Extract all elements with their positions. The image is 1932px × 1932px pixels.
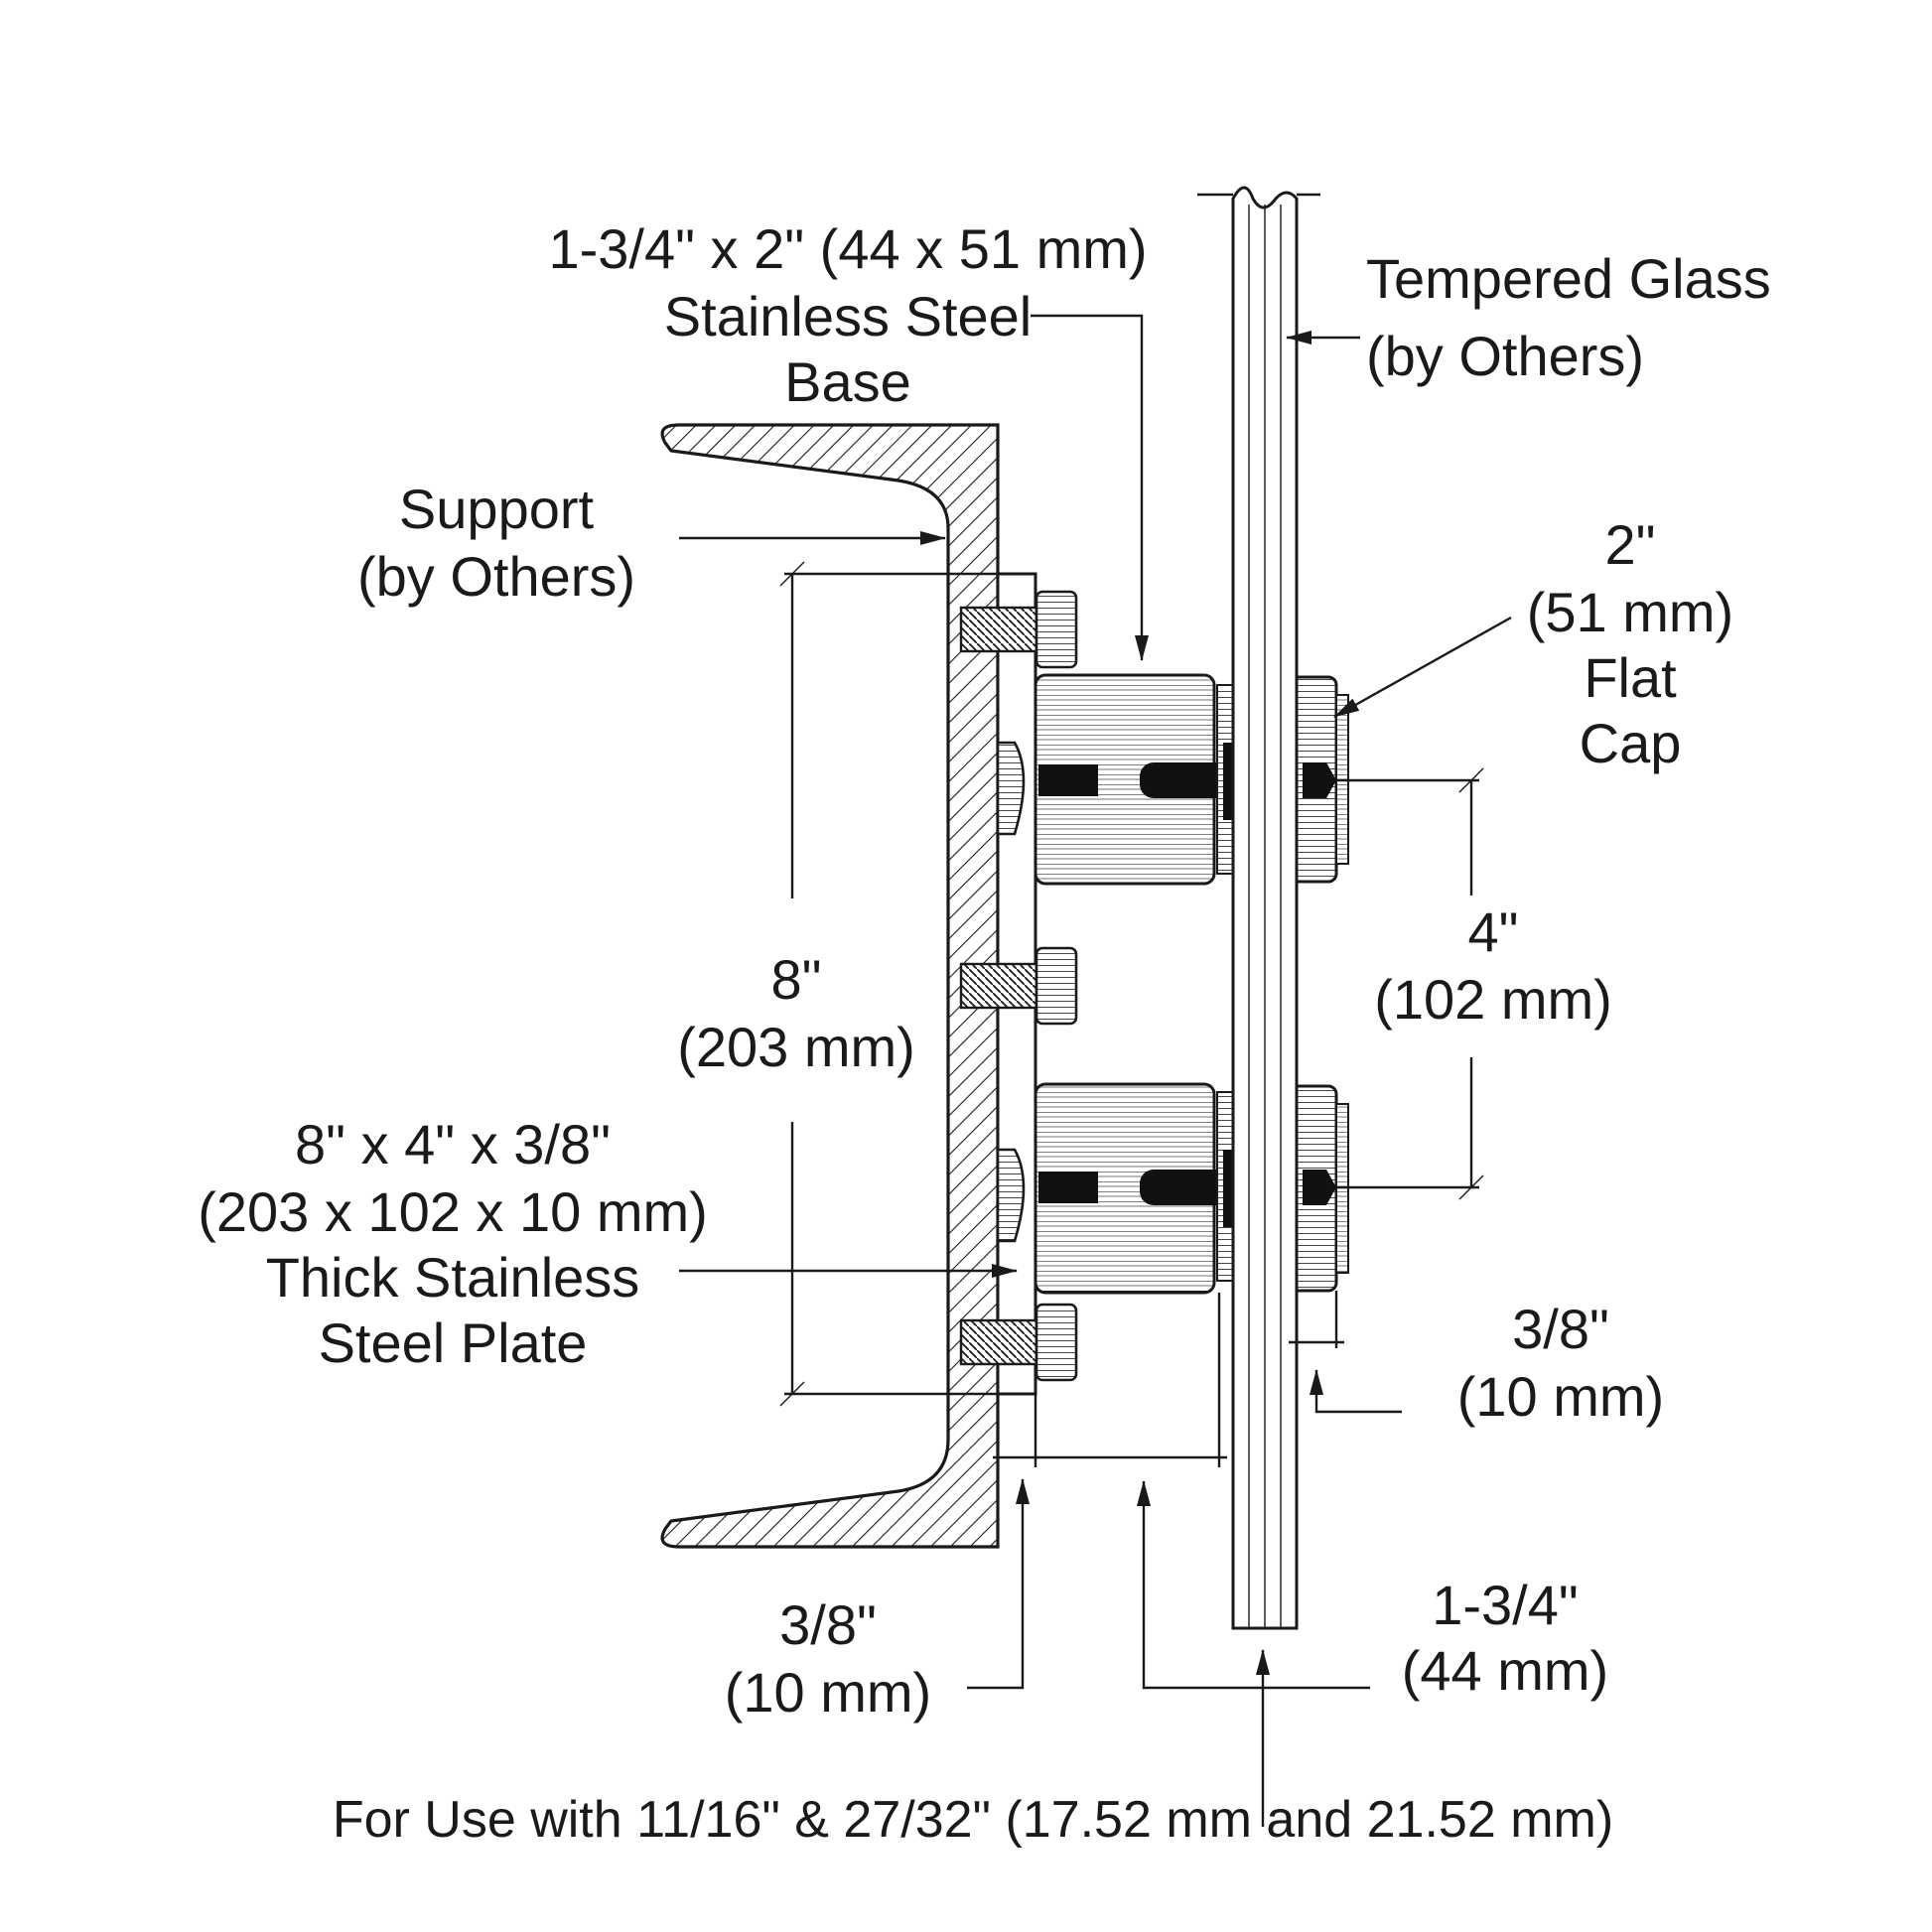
plate-label-material: Thick Stainless [266, 1246, 640, 1309]
base-label: 1-3/4" x 2" (44 x 51 mm) Stainless Steel… [548, 217, 1147, 413]
spacing-label-mm: (102 mm) [1374, 968, 1612, 1031]
cap-thickness-mm: (10 mm) [1457, 1365, 1664, 1428]
cap-leader [1333, 616, 1512, 719]
plate-label: 8" x 4" x 3/8" (203 x 102 x 10 mm) Thick… [198, 1113, 708, 1374]
glass-label: Tempered Glass (by Others) [1366, 247, 1771, 387]
base-label-material: Stainless Steel [664, 285, 1032, 347]
cap-thickness-label: 3/8" (10 mm) [1457, 1298, 1664, 1428]
spacing-dimension [1336, 767, 1484, 1200]
plate-bolt-middle [959, 946, 1078, 1026]
plate-thickness-label: 3/8" (10 mm) [725, 1593, 931, 1724]
base-label-name: Base [784, 350, 911, 413]
plate-thickness-inch: 3/8" [779, 1593, 877, 1656]
spacing-label: 4" (102 mm) [1374, 900, 1612, 1031]
support-label-note: (by Others) [357, 545, 635, 608]
plate-bolt-top [959, 590, 1078, 669]
height-label: 8" (203 mm) [677, 948, 915, 1078]
base-leader [1031, 314, 1149, 661]
base-label-dims: 1-3/4" x 2" (44 x 51 mm) [548, 217, 1147, 280]
height-label-inch: 8" [770, 948, 821, 1011]
cap-thickness-dimension [1289, 1291, 1402, 1414]
support-label-name: Support [399, 478, 595, 540]
glass-label-name: Tempered Glass [1366, 247, 1771, 310]
footer-note: For Use with 11/16" & 27/32" (17.52 mm a… [333, 1791, 1613, 1849]
support-label: Support (by Others) [357, 478, 635, 608]
tempered-glass [1197, 186, 1320, 1630]
standoff-length-inch: 1-3/4" [1432, 1574, 1579, 1636]
standoff-length-label: 1-3/4" (44 mm) [1402, 1574, 1608, 1702]
cap-label: 2" (51 mm) Flat Cap [1527, 513, 1733, 774]
height-label-mm: (203 mm) [677, 1016, 915, 1078]
plate-thickness-mm: (10 mm) [725, 1661, 931, 1724]
plate-label-name: Steel Plate [319, 1311, 588, 1374]
standoff-length-mm: (44 mm) [1402, 1639, 1608, 1702]
cap-thickness-inch: 3/8" [1512, 1298, 1609, 1360]
plate-bolt-bottom [959, 1303, 1078, 1382]
cap-label-inch: 2" [1604, 513, 1655, 576]
support-channel [660, 423, 1000, 1549]
bottom-dimensions [967, 1293, 1370, 1827]
cap-label-mm: (51 mm) [1527, 581, 1733, 643]
cap-label-cap: Cap [1580, 712, 1682, 774]
plate-label-dims: 8" x 4" x 3/8" [295, 1113, 611, 1175]
height-dimension [779, 561, 998, 1407]
cap-label-flat: Flat [1584, 646, 1677, 709]
plate-label-mm: (203 x 102 x 10 mm) [198, 1180, 708, 1243]
glass-label-note: (by Others) [1366, 325, 1644, 387]
spacing-label-inch: 4" [1467, 900, 1518, 963]
